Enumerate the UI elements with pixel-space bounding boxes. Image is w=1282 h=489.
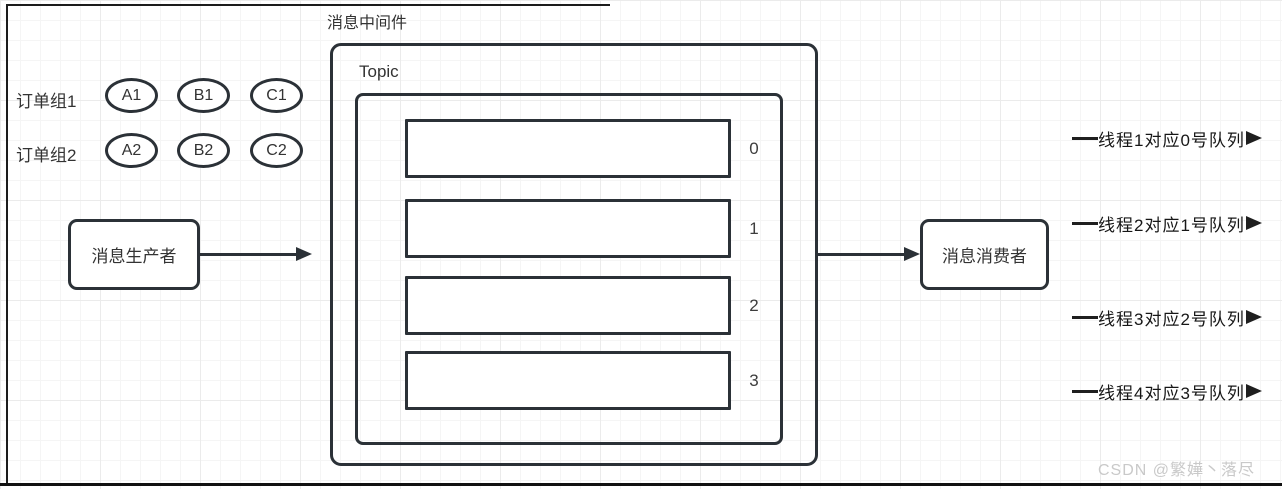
queue-rect-1: [405, 199, 731, 258]
canvas-border-bottom: [0, 483, 1282, 486]
thread-arrow-4: 线程4对应3号队列: [1072, 378, 1262, 404]
middleware-title: 消息中间件: [327, 15, 408, 32]
producer-label: 消息生产者: [91, 247, 177, 266]
arrow-shaft: [818, 252, 904, 256]
thread-label-2: 线程2对应1号队列: [1098, 215, 1245, 235]
queue-number-0: 0: [749, 138, 759, 158]
queue-rect-2: [405, 276, 731, 335]
arrow-head-icon: [1245, 131, 1262, 145]
message-node-c2: C2: [250, 133, 303, 168]
thread-label-4: 线程4对应3号队列: [1098, 383, 1245, 403]
topic-box: [355, 93, 783, 445]
arrow-shaft: [1072, 389, 1098, 393]
group1-label: 订单组1: [16, 92, 77, 111]
thread-arrow-2: 线程2对应1号队列: [1072, 210, 1262, 236]
arrow-shaft: [200, 252, 296, 256]
watermark: CSDN @繁嬅丶落尽: [1097, 462, 1255, 479]
thread-label-3: 线程3对应2号队列: [1098, 309, 1245, 329]
canvas-border-top: [6, 4, 610, 6]
producer-box: 消息生产者: [68, 219, 200, 290]
group2-label: 订单组2: [16, 146, 77, 165]
thread-label-1: 线程1对应0号队列: [1098, 130, 1245, 150]
canvas-border-left: [6, 4, 8, 485]
thread-arrow-3: 线程3对应2号队列: [1072, 304, 1262, 330]
message-node-a2: A2: [105, 133, 158, 168]
arrow-head-icon: [296, 247, 312, 261]
message-node-c1: C1: [250, 78, 303, 113]
consumer-box: 消息消费者: [920, 219, 1049, 290]
message-node-b2: B2: [177, 133, 230, 168]
queue-rect-0: [405, 119, 731, 178]
topic-label: Topic: [359, 62, 399, 81]
arrow-head-icon: [1245, 384, 1262, 398]
queue-rect-3: [405, 351, 731, 410]
queue-number-1: 1: [749, 218, 759, 238]
middleware-box: [330, 43, 818, 466]
thread-arrow-1: 线程1对应0号队列: [1072, 125, 1262, 151]
arrow-shaft: [1072, 136, 1098, 140]
arrow-head-icon: [1245, 216, 1262, 230]
consumer-label: 消息消费者: [942, 247, 1027, 266]
queue-number-3: 3: [749, 370, 759, 390]
arrow-producer-to-middleware: [200, 241, 312, 267]
arrow-head-icon: [904, 247, 920, 261]
arrow-head-icon: [1245, 310, 1262, 324]
queue-number-2: 2: [749, 295, 759, 315]
arrow-shaft: [1072, 315, 1098, 319]
arrow-middleware-to-consumer: [818, 241, 920, 267]
message-node-b1: B1: [177, 78, 230, 113]
message-node-a1: A1: [105, 78, 158, 113]
arrow-shaft: [1072, 221, 1098, 225]
